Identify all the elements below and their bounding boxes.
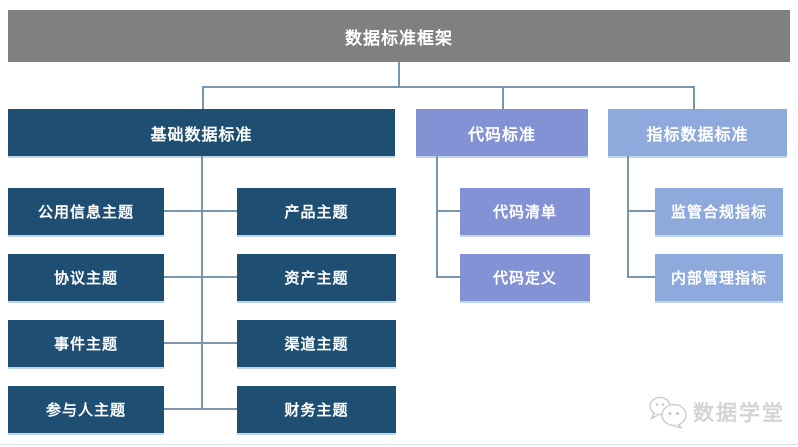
branch-code-standards: 代码标准	[416, 109, 588, 156]
connector-root-horizontal	[202, 86, 695, 88]
node-label: 代码定义	[492, 270, 557, 287]
connector-root-vertical	[398, 62, 400, 88]
node-label: 渠道主题	[284, 336, 349, 353]
wechat-chat-bubbles-icon	[649, 396, 687, 429]
connector-drop-code	[502, 86, 504, 109]
connector-drop-basic	[202, 86, 204, 109]
node-label: 代码清单	[492, 204, 557, 221]
connector-metric-trunk	[627, 156, 629, 278]
node-label: 资产主题	[284, 270, 349, 287]
watermark-text: 数据学堂	[693, 402, 785, 425]
branch-code-label: 代码标准	[467, 126, 536, 144]
node-event-topic: 事件主题	[8, 320, 164, 367]
node-label: 公用信息主题	[37, 204, 134, 221]
connector-basic-row2	[164, 276, 237, 278]
watermark: 数据学堂	[648, 395, 785, 429]
node-product-topic: 产品主题	[237, 188, 396, 235]
connector-code-trunk	[436, 156, 438, 278]
connector-metric-row1	[627, 210, 655, 212]
connector-basic-row1	[164, 210, 237, 212]
node-asset-topic: 资产主题	[237, 254, 396, 301]
connector-basic-row4	[164, 408, 237, 410]
branch-basic-label: 基础数据标准	[150, 126, 253, 144]
connector-drop-metric	[693, 86, 695, 109]
node-channel-topic: 渠道主题	[237, 320, 396, 367]
branch-metric-data-standards: 指标数据标准	[608, 109, 787, 156]
connector-code-row2	[436, 276, 460, 278]
node-label: 协议主题	[53, 270, 118, 287]
node-label: 财务主题	[284, 402, 349, 419]
node-code-list: 代码清单	[460, 188, 590, 235]
node-code-definition: 代码定义	[460, 254, 590, 301]
branch-metric-label: 指标数据标准	[646, 126, 749, 144]
connector-basic-row3	[164, 342, 237, 344]
node-public-info-topic: 公用信息主题	[8, 188, 164, 235]
connector-code-row1	[436, 210, 460, 212]
branch-basic-data-standards: 基础数据标准	[8, 109, 395, 156]
bottom-divider-line	[0, 444, 798, 445]
node-label: 事件主题	[53, 336, 118, 353]
node-finance-topic: 财务主题	[237, 386, 396, 433]
node-label: 监管合规指标	[670, 204, 767, 221]
node-regulatory-compliance-metrics: 监管合规指标	[655, 188, 783, 235]
node-label: 内部管理指标	[670, 270, 767, 287]
connector-metric-row2	[627, 276, 655, 278]
root-node-data-standard-framework: 数据标准框架	[8, 10, 790, 62]
connector-basic-trunk	[201, 156, 203, 410]
root-node-label: 数据标准框架	[345, 28, 453, 48]
node-label: 产品主题	[284, 204, 349, 221]
node-participant-topic: 参与人主题	[8, 386, 164, 433]
node-label: 参与人主题	[45, 402, 126, 419]
node-agreement-topic: 协议主题	[8, 254, 164, 301]
node-internal-management-metrics: 内部管理指标	[655, 254, 783, 301]
